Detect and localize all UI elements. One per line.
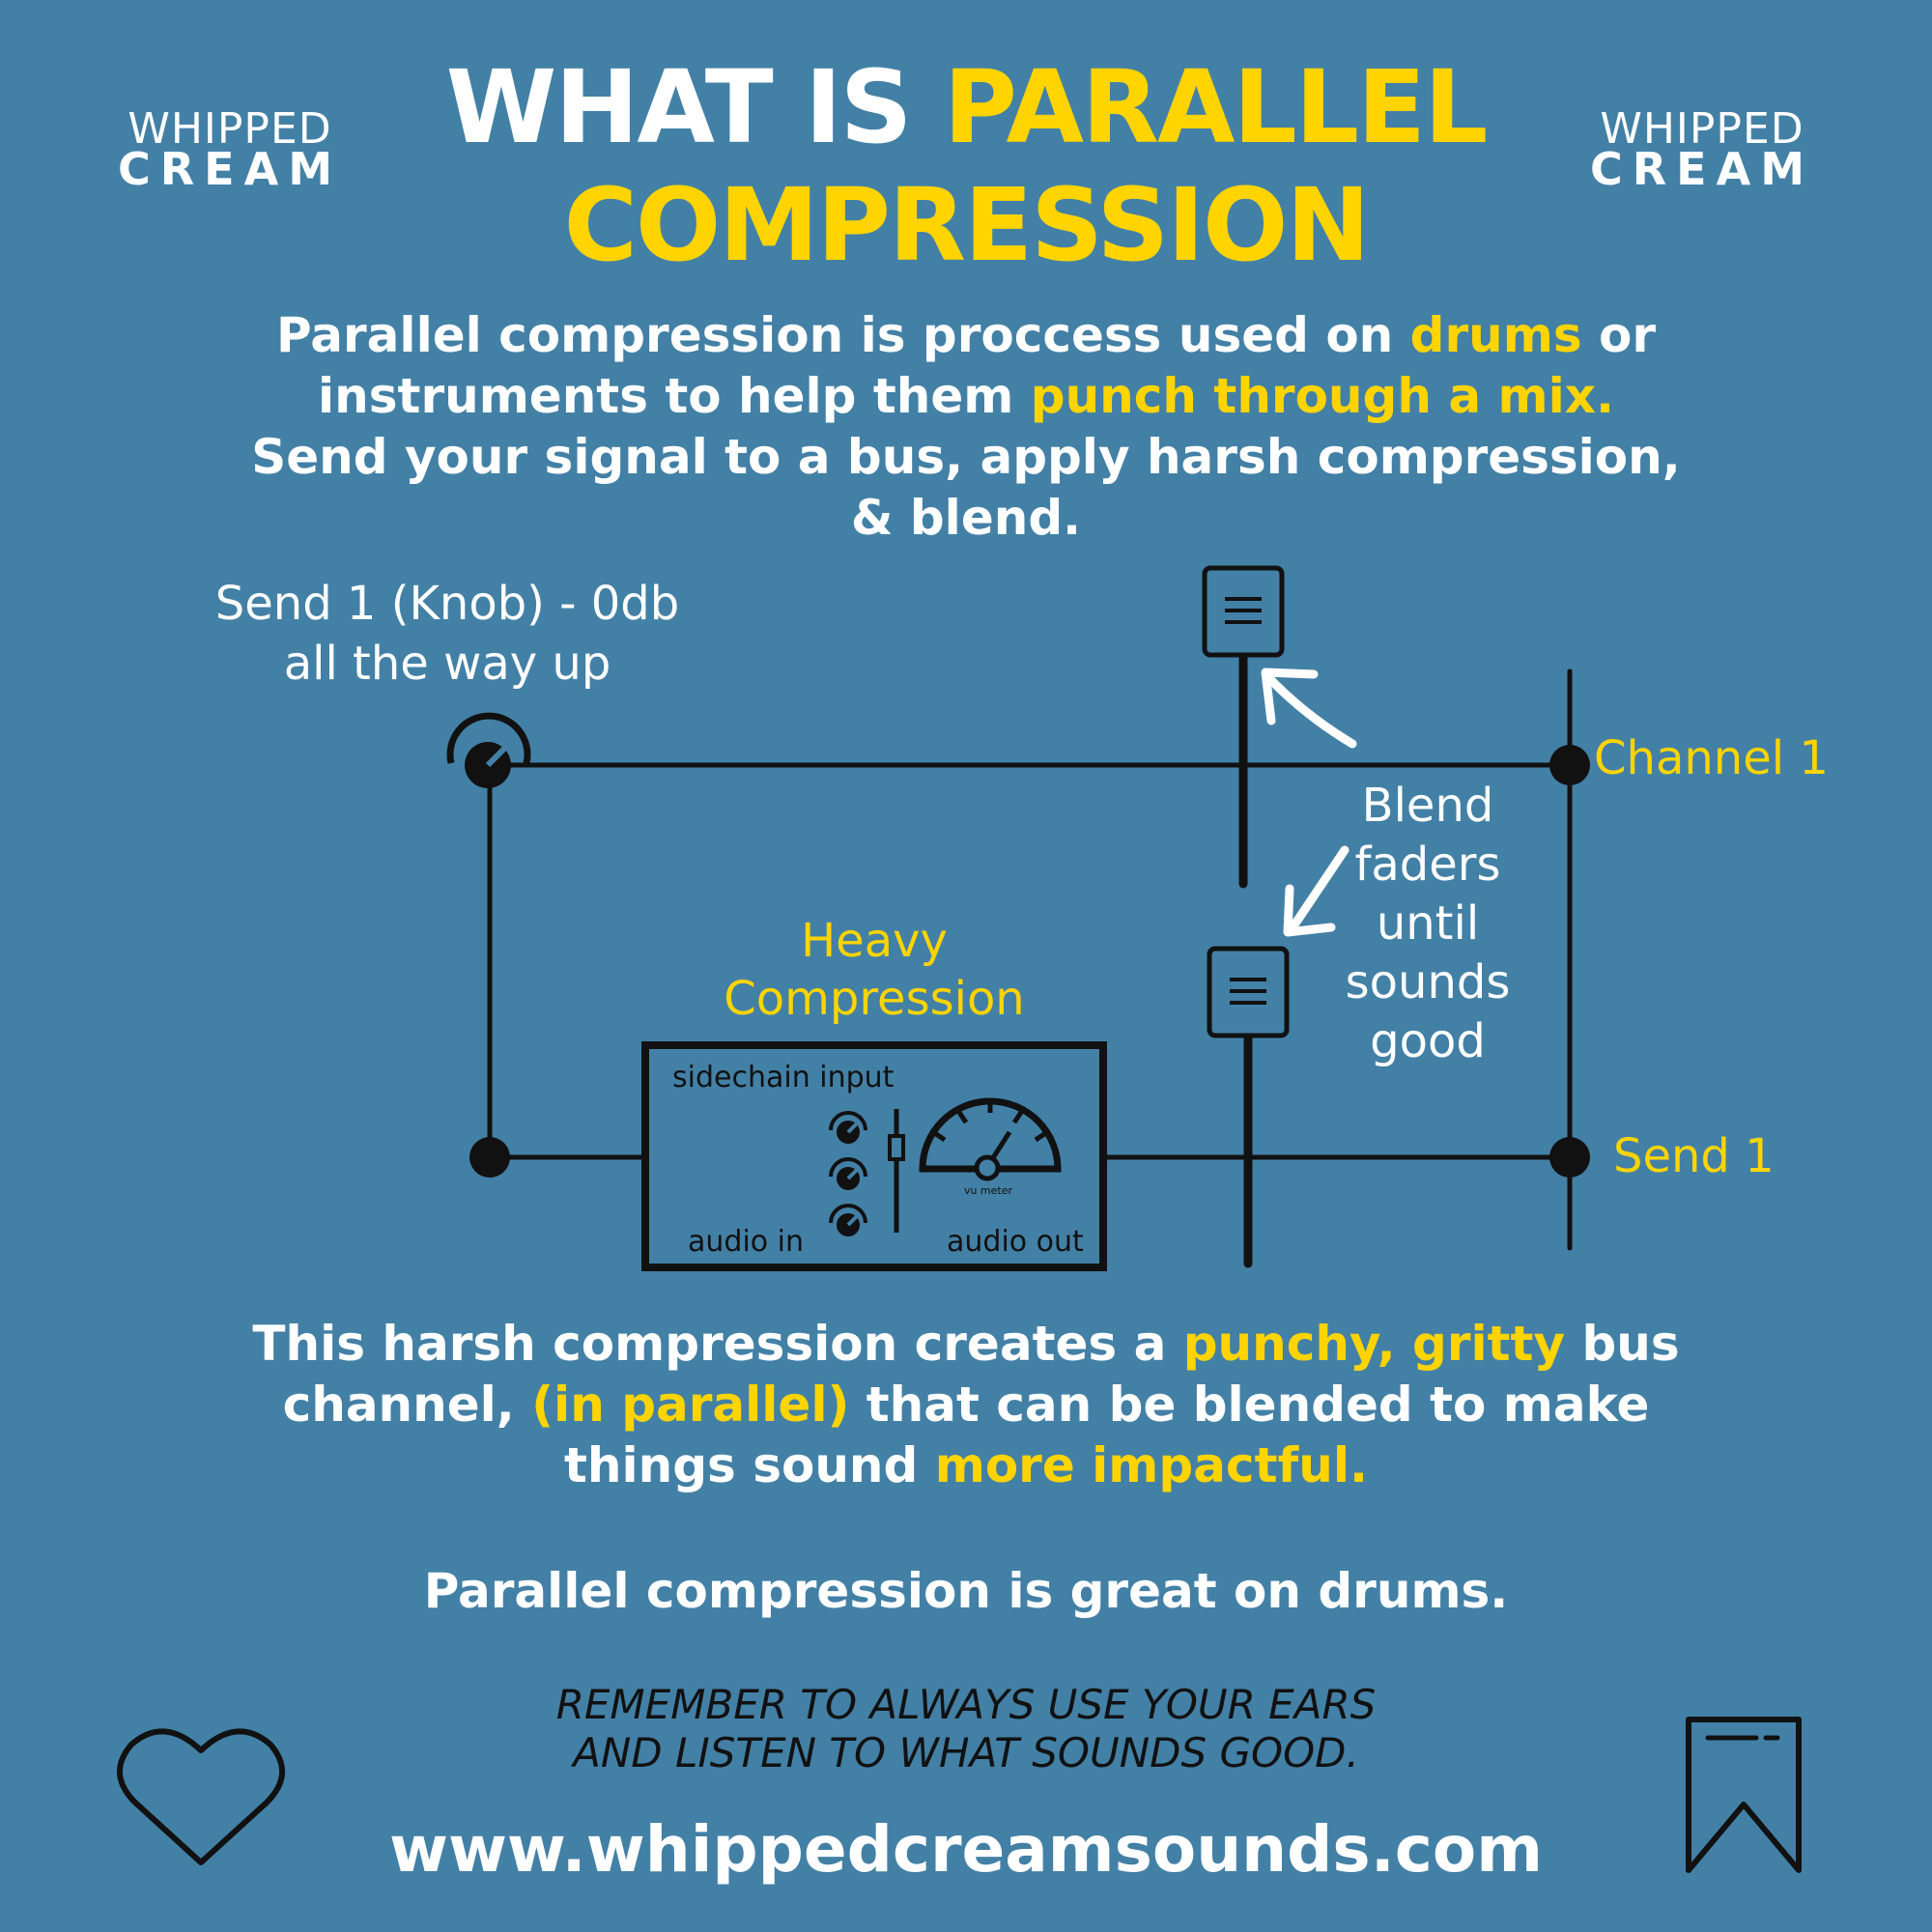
outro-text: that can be blended to make (849, 1377, 1650, 1433)
send-bus-node (1549, 1137, 1590, 1178)
logo-left: WHIPPED CREAM (114, 104, 346, 195)
blend-label-line: faders (1354, 838, 1501, 892)
intro-text: & blend. (850, 490, 1082, 546)
compressor-title-line1: Heavy (801, 914, 948, 968)
blend-label-line: Blend (1361, 779, 1494, 833)
outro-paragraph: This harsh compression creates a punchy,… (0, 1314, 1932, 1496)
sidechain-input-label: sidechain input (672, 1061, 895, 1094)
title-part1: WHAT IS (445, 48, 944, 166)
intro-text: Parallel compression is proccess used on (275, 307, 1410, 363)
compressor-fader-icon (888, 1109, 905, 1233)
logo-line1: WHIPPED (128, 104, 332, 154)
blend-label-line: until (1376, 896, 1480, 951)
compressor-knob-icon (829, 1111, 867, 1144)
outro-highlight: punchy, gritty (1182, 1316, 1566, 1372)
outro-text: channel, (282, 1377, 532, 1433)
bookmark-icon[interactable] (1686, 1717, 1802, 1873)
intro-highlight: drums (1409, 307, 1582, 363)
compressor-title-line2: Compression (724, 972, 1025, 1026)
intro-paragraph: Parallel compression is proccess used on… (0, 305, 1932, 549)
intro-text: Send your signal to a bus, apply harsh c… (251, 429, 1681, 485)
logo-line2: CREAM (1590, 143, 1814, 195)
send-knob-label-line2: all the way up (283, 637, 611, 691)
logo-right: WHIPPED CREAM (1586, 104, 1818, 195)
audio-out-label: audio out (947, 1225, 1084, 1259)
outro-highlight: more impactful. (934, 1437, 1368, 1493)
page-title: WHAT IS PARALLEL COMPRESSION (0, 48, 1932, 284)
arrow-down-icon (1283, 845, 1350, 937)
remember-line1: REMEMBER TO ALWAYS USE YOUR EARS (555, 1681, 1377, 1728)
heart-icon[interactable] (116, 1728, 286, 1865)
outro-text: bus (1565, 1316, 1680, 1372)
website-link[interactable]: www.whippedcreamsounds.com (388, 1812, 1544, 1887)
intro-text: instruments to help them (318, 368, 1031, 424)
compressor-title: Heavy Compression (681, 912, 1067, 1028)
fader-2-cap-icon (1207, 946, 1290, 1038)
send-label: Send 1 (1613, 1129, 1775, 1183)
blend-label-line: good (1370, 1014, 1486, 1068)
remember-line2: AND LISTEN TO WHAT SOUNDS GOOD. (573, 1729, 1359, 1776)
send-node (469, 1137, 510, 1178)
channel-label: Channel 1 (1594, 731, 1829, 785)
compressor-knob-icon (829, 1157, 867, 1190)
send-knob-label: Send 1 (Knob) - 0db all the way up (182, 574, 713, 694)
drums-note: Parallel compression is great on drums. (423, 1563, 1509, 1619)
logo-line1: WHIPPED (1600, 104, 1804, 154)
title-part2: PARALLEL (943, 48, 1489, 166)
fader-1-cap-icon (1202, 565, 1285, 658)
channel-node (1549, 745, 1590, 785)
send-knob-label-line1: Send 1 (Knob) - 0db (214, 577, 680, 631)
intro-text: or (1581, 307, 1656, 363)
outro-text: This harsh compression creates a (252, 1316, 1183, 1372)
remember-note: REMEMBER TO ALWAYS USE YOUR EARS AND LIS… (0, 1681, 1932, 1777)
arrow-up-icon (1261, 668, 1357, 749)
blend-label-line: sounds (1345, 955, 1511, 1009)
intro-highlight: punch through a mix. (1030, 368, 1614, 424)
logo-line2: CREAM (118, 143, 342, 195)
send-knob-icon (446, 712, 531, 788)
outro-highlight: (in parallel) (531, 1377, 850, 1433)
outro-text: things sound (564, 1437, 935, 1493)
compressor-unit (641, 1041, 1107, 1271)
vu-meter-label: vu meter (964, 1184, 1013, 1197)
title-line2: COMPRESSION (563, 166, 1371, 284)
audio-in-label: audio in (688, 1225, 805, 1259)
vu-meter-icon (919, 1097, 1062, 1181)
compressor-knob-icon (829, 1204, 867, 1236)
